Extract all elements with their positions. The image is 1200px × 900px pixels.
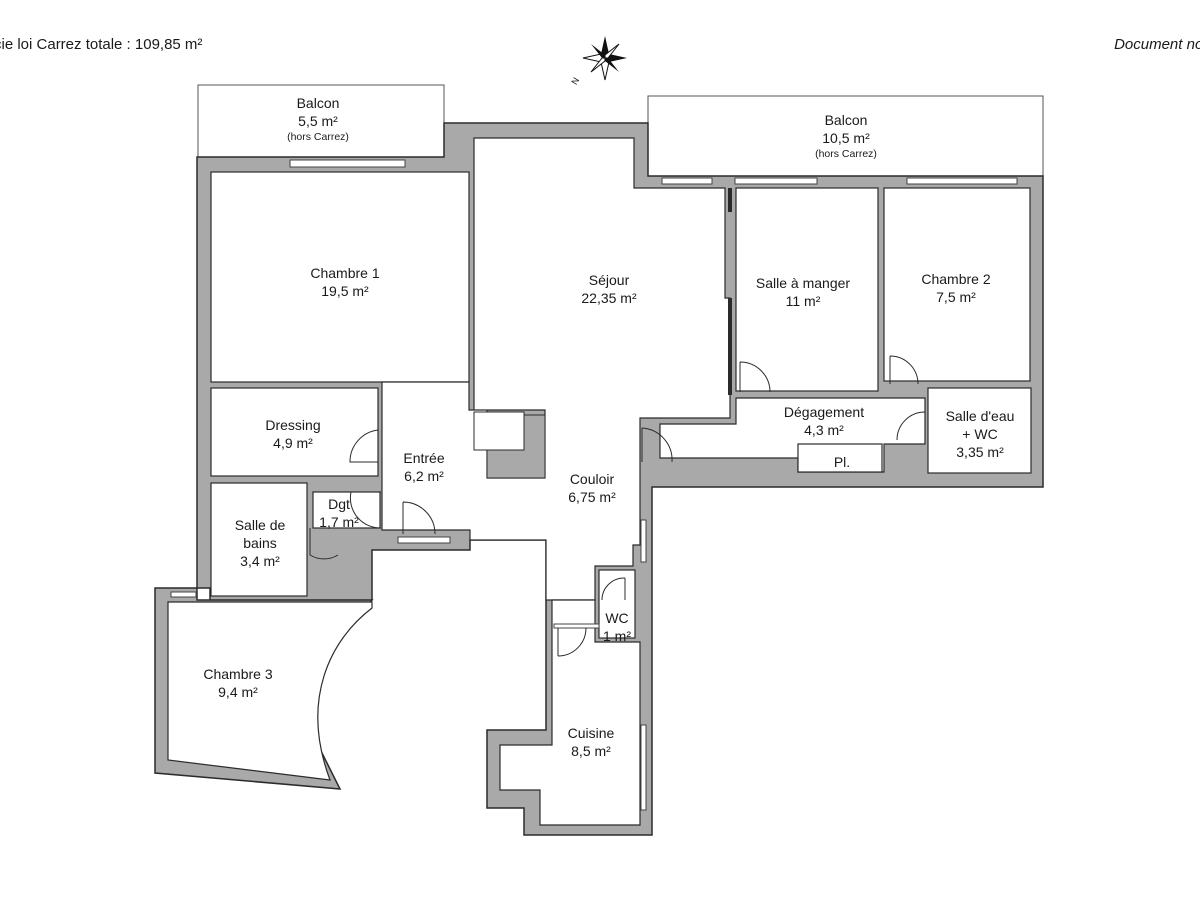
label-dgt: Dgt 1,7 m²: [319, 495, 359, 531]
degagement-area: 4,3 m²: [804, 422, 844, 438]
label-cuisine: Cuisine 8,5 m²: [568, 724, 615, 760]
label-entree: Entrée 6,2 m²: [403, 449, 444, 485]
disclaimer-label: Document non con: [1114, 36, 1200, 53]
label-balcon-left: Balcon 5,5 m² (hors Carrez): [287, 94, 349, 144]
cuisine-area: 8,5 m²: [571, 743, 611, 759]
label-sejour: Séjour 22,35 m²: [581, 271, 636, 307]
balcon-left-note: (hors Carrez): [287, 131, 349, 143]
interiors: [167, 137, 1032, 826]
room-chambre2: [883, 187, 1031, 382]
balcon-right-area: 10,5 m²: [822, 130, 870, 146]
label-dressing: Dressing 4,9 m²: [265, 416, 320, 452]
room-salle-manger: [735, 187, 879, 392]
sejour-name: Séjour: [588, 272, 630, 288]
salle-eau-name-1: Salle d'eau: [945, 408, 1015, 424]
total-surface-label: cie loi Carrez totale : 109,85 m²: [0, 36, 203, 53]
chambre3-area: 9,4 m²: [218, 684, 258, 700]
windows: [170, 159, 1018, 811]
couloir-name: Couloir: [569, 471, 615, 487]
dgt-area: 1,7 m²: [319, 514, 359, 530]
balcony-right: [647, 95, 1044, 177]
room-dgt: [312, 491, 381, 529]
room-chambre1: [210, 171, 470, 383]
chambre2-area: 7,5 m²: [936, 289, 976, 305]
label-salle-bains: Salle de bains 3,4 m²: [235, 516, 286, 570]
label-wc: WC 1 m²: [603, 609, 631, 645]
room-chambre3: [167, 601, 373, 781]
balcon-right-name: Balcon: [824, 112, 868, 128]
door-swings: [309, 355, 926, 657]
balcon-right-note: (hors Carrez): [815, 148, 877, 160]
placard-name: Pl.: [833, 454, 851, 470]
chambre3-name: Chambre 3: [203, 666, 273, 682]
label-couloir: Couloir 6,75 m²: [568, 470, 615, 506]
label-chambre3: Chambre 3 9,4 m²: [203, 665, 272, 701]
room-placard: [797, 443, 883, 473]
sejour-niche: [473, 411, 525, 451]
dressing-area: 4,9 m²: [273, 435, 313, 451]
wc-name: WC: [605, 610, 629, 626]
label-salle-manger: Salle à manger 11 m²: [756, 274, 850, 310]
compass-icon: [582, 36, 627, 81]
chambre1-area: 19,5 m²: [321, 283, 369, 299]
balcony-left: [197, 84, 445, 158]
entree-area: 6,2 m²: [404, 468, 444, 484]
room-salle-bains: [210, 482, 308, 597]
balcon-left-name: Balcon: [296, 95, 340, 111]
salle-eau-name-2: + WC: [962, 426, 998, 442]
salle-bains-area: 3,4 m²: [240, 553, 280, 569]
label-chambre2: Chambre 2 7,5 m²: [921, 270, 990, 306]
degagement-name: Dégagement: [783, 404, 865, 420]
label-placard: Pl.: [834, 453, 850, 471]
salle-eau-area: 3,35 m²: [956, 444, 1004, 460]
dgt-name: Dgt: [328, 496, 350, 512]
label-salle-eau: Salle d'eau + WC 3,35 m²: [946, 407, 1015, 461]
balcon-left-area: 5,5 m²: [298, 113, 338, 129]
salle-bains-name-1: Salle de: [234, 517, 286, 533]
cuisine-name: Cuisine: [567, 725, 615, 741]
room-wc: [598, 569, 636, 639]
entree-name: Entrée: [403, 450, 445, 466]
couloir-area: 6,75 m²: [568, 489, 616, 505]
chambre2-name: Chambre 2: [921, 271, 991, 287]
salle-bains-name-2: bains: [243, 535, 277, 551]
salle-manger-name: Salle à manger: [755, 275, 851, 291]
wc-area: 1 m²: [603, 628, 631, 644]
chambre1-name: Chambre 1: [310, 265, 380, 281]
salle-manger-area: 11 m²: [785, 293, 821, 309]
label-balcon-right: Balcon 10,5 m² (hors Carrez): [815, 111, 877, 161]
dressing-name: Dressing: [265, 417, 321, 433]
label-chambre1: Chambre 1 19,5 m²: [310, 264, 379, 300]
label-degagement: Dégagement 4,3 m²: [784, 403, 864, 439]
room-salle-eau: [927, 387, 1032, 474]
sejour-area: 22,35 m²: [581, 290, 637, 306]
